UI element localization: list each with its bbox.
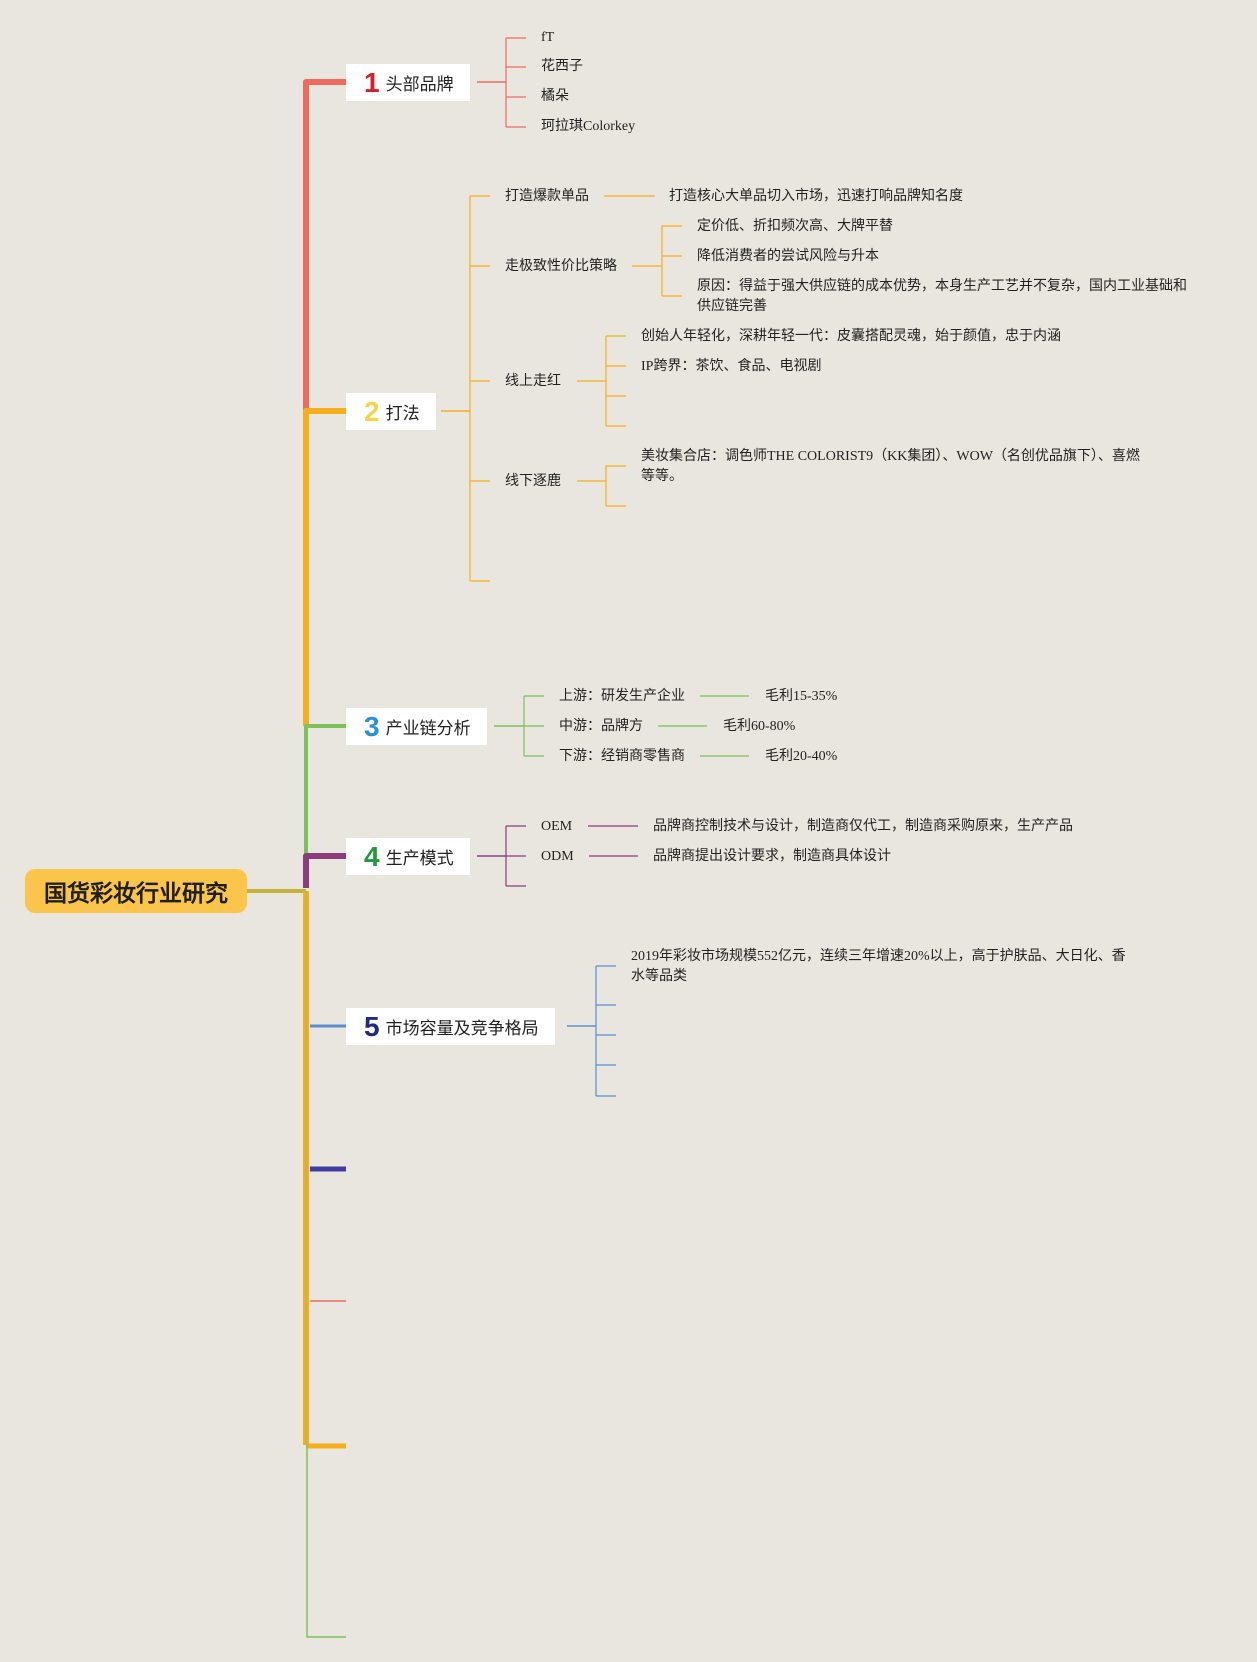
brand-item[interactable]: 珂拉琪Colorkey	[541, 119, 636, 134]
market-item[interactable]: 2019年彩妆市场规模552亿元，连续三年增速20%以上，高于护肤品、大日化、香…	[631, 949, 1126, 984]
branch-1-trunk	[303, 79, 346, 412]
chain-margin[interactable]: 毛利60-80%	[723, 719, 796, 734]
topic-strategy[interactable]: 2 打法	[346, 393, 436, 430]
chain-stage[interactable]: 下游：经销商零售商	[559, 749, 685, 764]
topic-production-mode[interactable]: 4 生产模式	[346, 838, 470, 875]
chain-margin[interactable]: 毛利20-40%	[765, 749, 838, 764]
branch-2-trunk	[303, 408, 346, 726]
topic-head-brands[interactable]: 1 头部品牌	[346, 64, 470, 101]
production-mode[interactable]: ODM	[541, 849, 574, 864]
branch-3-trunk	[304, 724, 346, 855]
strategy-offline[interactable]: 线下逐鹿	[505, 474, 561, 489]
topic-label: 头部品牌	[385, 75, 454, 95]
production-mode[interactable]: OEM	[541, 819, 573, 834]
strategy-offline-item[interactable]: 美妆集合店：调色师THE COLORIST9（KK集团）、WOW（名创优品旗下）…	[641, 449, 1140, 484]
brand-item[interactable]: 花西子	[541, 59, 583, 74]
topic-industry-chain[interactable]: 3 产业链分析	[346, 708, 487, 745]
branch-9-trunk	[306, 1445, 346, 1638]
root-topic[interactable]: 国货彩妆行业研究	[25, 869, 247, 913]
production-detail[interactable]: 品牌商控制技术与设计，制造商仅代工，制造商采购原来，生产产品	[653, 819, 1073, 834]
brand-item[interactable]: fT	[541, 30, 555, 45]
topic-label: 产业链分析	[385, 719, 471, 739]
topic-market-capacity[interactable]: 5 市场容量及竞争格局	[346, 1008, 555, 1045]
strategy-online-item[interactable]: IP跨界：茶饮、食品、电视剧	[641, 359, 822, 374]
chain-stage[interactable]: 上游：研发生产企业	[559, 689, 685, 704]
strategy-online[interactable]: 线上走红	[505, 374, 561, 389]
topic-label: 打法	[385, 404, 420, 424]
number-5-icon: 5	[364, 1010, 380, 1042]
strategy-hit[interactable]: 打造爆款单品	[505, 189, 589, 204]
strategy-value-item[interactable]: 定价低、折扣频次高、大牌平替	[697, 219, 893, 234]
number-2-icon: 2	[364, 395, 380, 427]
chain-stage[interactable]: 中游：品牌方	[559, 719, 643, 734]
strategy-value-item[interactable]: 原因：得益于强大供应链的成本优势，本身生产工艺并不复杂，国内工业基础和供应链完善	[697, 279, 1187, 314]
production-detail[interactable]: 品牌商提出设计要求，制造商具体设计	[653, 849, 891, 864]
strategy-value-item[interactable]: 降低消费者的尝试风险与升本	[697, 249, 879, 264]
topic-label: 生产模式	[385, 849, 454, 869]
brand-item[interactable]: 橘朵	[541, 89, 569, 104]
strategy-value[interactable]: 走极致性价比策略	[505, 259, 617, 274]
topic-label: 市场容量及竞争格局	[385, 1019, 539, 1039]
chain-margin[interactable]: 毛利15-35%	[765, 689, 838, 704]
number-3-icon: 3	[364, 710, 380, 742]
strategy-hit-detail[interactable]: 打造核心大单品切入市场，迅速打响品牌知名度	[669, 189, 963, 204]
number-4-icon: 4	[364, 840, 380, 872]
branch-4-trunk	[303, 853, 346, 888]
strategy-online-item[interactable]: 创始人年轻化，深耕年轻一代：皮囊搭配灵魂，始于颜值，忠于内涵	[641, 329, 1061, 344]
number-1-icon: 1	[364, 66, 380, 98]
